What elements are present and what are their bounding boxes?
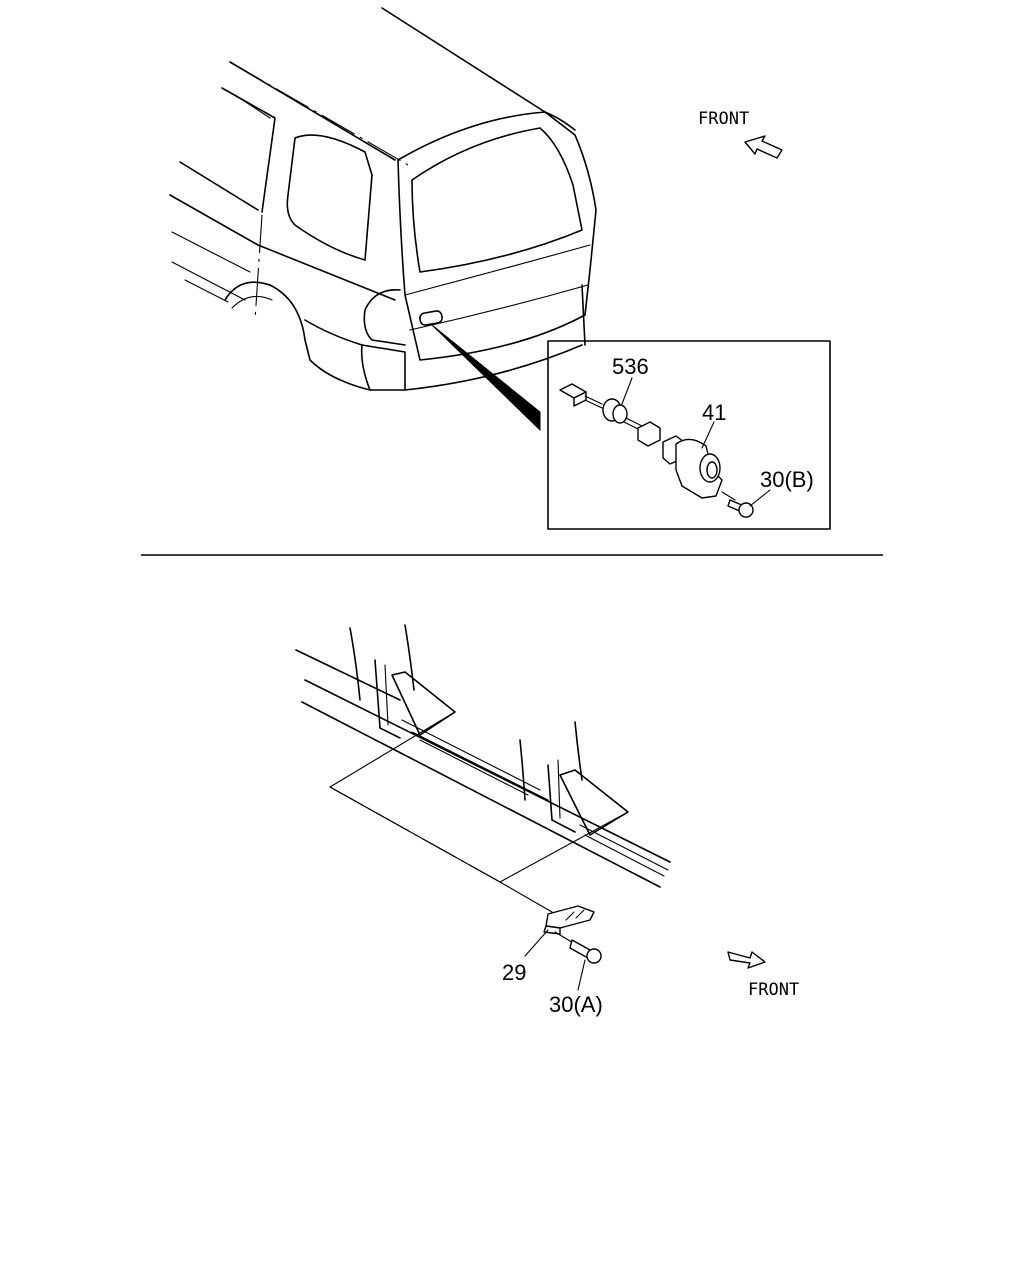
part-30b-label: 30(B) [760,467,814,492]
part-29-label: 29 [502,960,526,985]
part-30a-label: 30(A) [549,992,603,1017]
arrow-down-right-icon [727,951,766,969]
vehicle-rear-view [169,7,597,432]
arrow-up-left-icon [744,135,783,159]
step-bracket-assembly: 29 30(A) [502,905,603,1017]
part-41-label: 41 [702,400,726,425]
detail-inset-box: 536 41 30(B) [547,340,831,530]
front-label-bottom: FRONT [748,980,799,1000]
front-indicator-bottom: FRONT [727,951,799,1000]
part-536-label: 536 [612,354,649,379]
front-indicator-top: FRONT [698,109,783,159]
side-sill-view [295,624,671,913]
front-label-top: FRONT [698,109,749,129]
